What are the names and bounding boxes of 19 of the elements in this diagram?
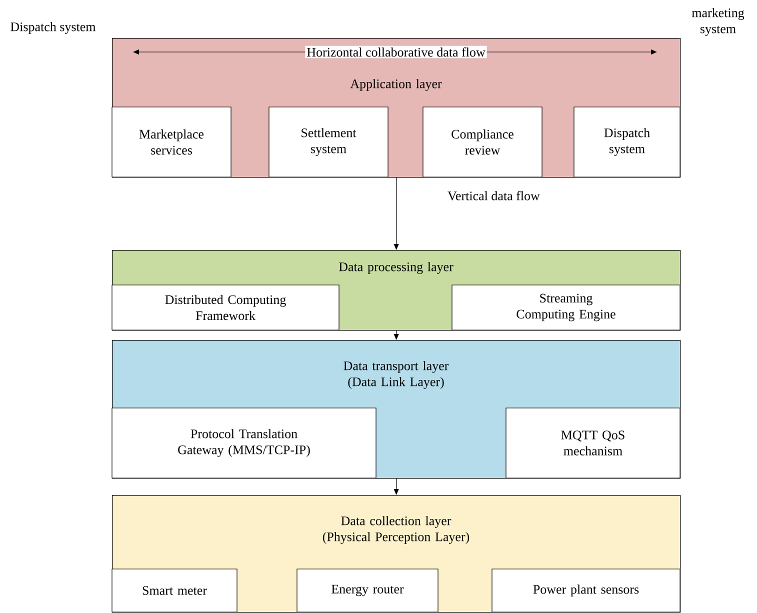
- component-box: Power plant sensors: [492, 568, 680, 612]
- arrow-label: Horizontal collaborative data flow: [305, 46, 487, 58]
- arrow: [394, 330, 399, 340]
- component-box: Streaming Computing Engine: [452, 284, 680, 330]
- arrow: [394, 478, 399, 495]
- side-label: Dispatch system: [10, 22, 96, 34]
- component-box: Distributed Computing Framework: [112, 284, 340, 330]
- component-box: Protocol Translation Gateway (MMS/TCP-IP): [112, 408, 376, 478]
- component-box: MQTT QoS mechanism: [506, 408, 680, 478]
- component-box: Energy router: [296, 568, 438, 612]
- side-label: marketing system: [692, 8, 744, 36]
- edge-label: Vertical data flow: [446, 190, 541, 202]
- component-box: Compliance review: [422, 106, 542, 178]
- component-box: Smart meter: [112, 568, 238, 612]
- component-box: Marketplace services: [112, 106, 232, 178]
- component-box: Dispatch system: [574, 106, 680, 178]
- arrow: [394, 177, 399, 250]
- node-label: Power plant sensors: [533, 584, 639, 596]
- component-box: Settlement system: [268, 106, 388, 178]
